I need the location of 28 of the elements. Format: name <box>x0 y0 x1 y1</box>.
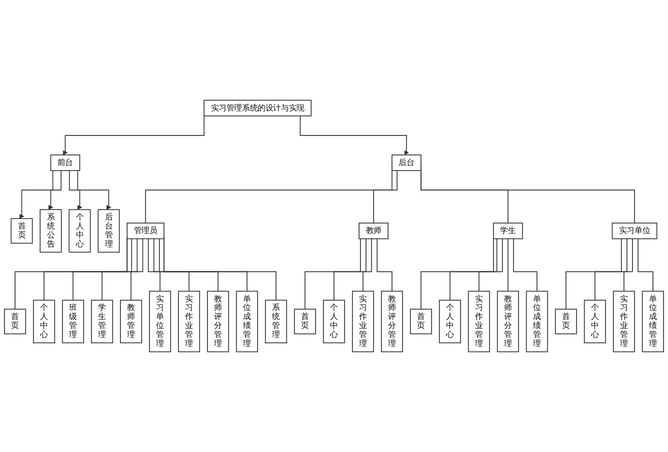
connector <box>72 238 132 301</box>
connector <box>102 238 138 301</box>
connector <box>153 238 190 292</box>
connector <box>130 238 144 301</box>
connector <box>373 170 398 224</box>
arrow <box>300 115 409 156</box>
arrow <box>68 170 82 210</box>
connector <box>164 236 276 301</box>
connector <box>334 238 366 301</box>
connector <box>14 236 128 310</box>
connector <box>513 238 538 292</box>
arrow <box>19 170 54 219</box>
connector <box>376 238 392 292</box>
connector <box>450 238 498 301</box>
connector <box>420 237 494 310</box>
connector <box>44 238 128 301</box>
connector <box>624 238 633 292</box>
connector <box>362 238 372 292</box>
arrow <box>77 170 112 210</box>
arrow <box>62 115 204 156</box>
connector <box>478 238 503 292</box>
arrow <box>48 170 62 210</box>
connector <box>594 238 628 301</box>
connector <box>159 238 218 292</box>
connector <box>304 238 361 310</box>
connector <box>148 238 160 292</box>
connector <box>566 238 622 310</box>
connector <box>638 238 654 292</box>
